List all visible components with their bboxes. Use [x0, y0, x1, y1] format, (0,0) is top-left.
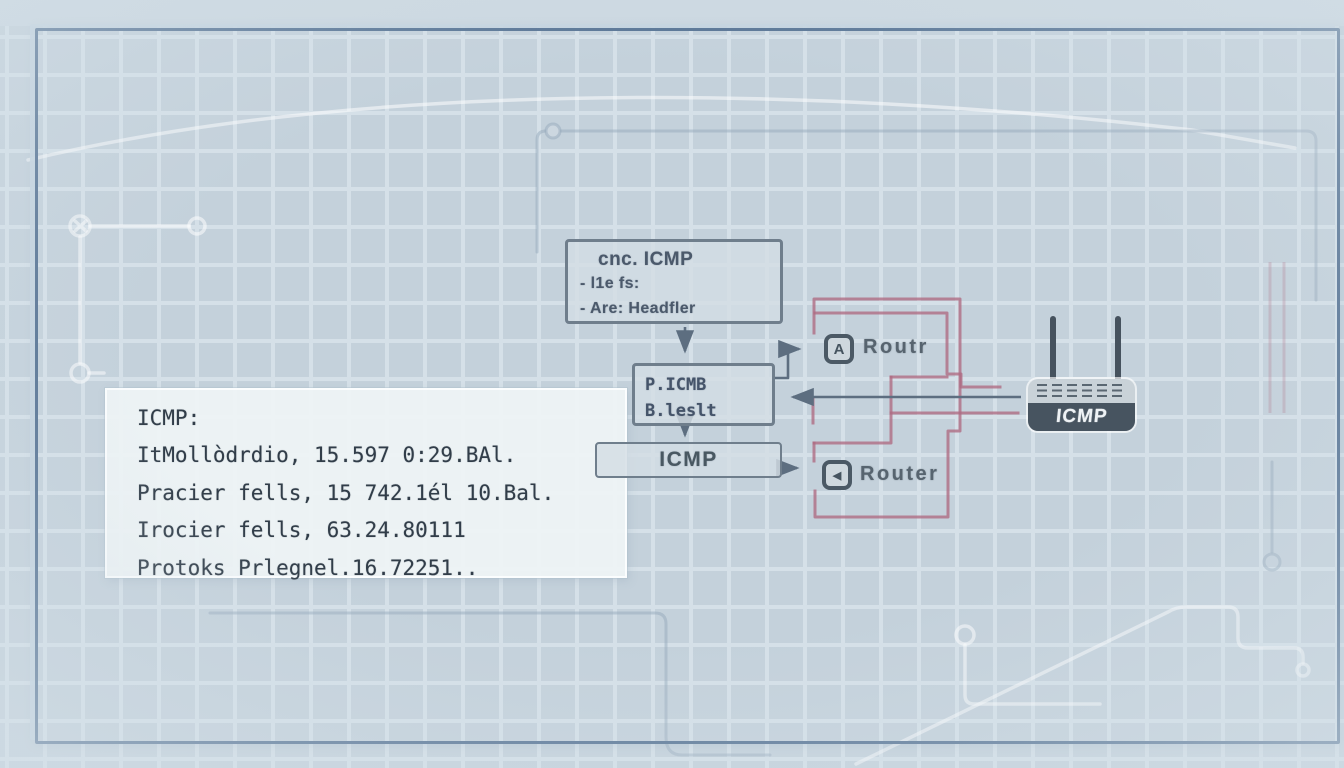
router-a-icon: A: [824, 334, 854, 364]
icmp-header-box: cnc. ICMP - l1e fs: - Are: Headfler: [565, 239, 783, 324]
picmb-line1: P.ICMB: [645, 375, 707, 395]
info-panel-line: Pracier fells, 15 742.1él 10.Bal.: [137, 480, 555, 505]
icmp-header-item: - l1e fs:: [580, 275, 640, 292]
info-panel-title: ICMP:: [137, 406, 201, 430]
device-label-band: ICMP: [1028, 403, 1135, 431]
icmp-node-box: ICMP: [595, 442, 782, 478]
info-panel-line: ItMollòdrdio, 15.597 0:29.BAl.: [137, 443, 517, 468]
info-panel-line: Protoks Prlegnel.16.72251..: [137, 555, 479, 580]
device-body: ICMP: [1028, 379, 1135, 431]
icmp-node-label: ICMP: [659, 448, 718, 471]
info-panel-line: Irocier fells, 63.24.80111: [137, 518, 466, 543]
router-b-icon-glyph: ◀: [832, 469, 842, 482]
router-b-label: Router: [860, 463, 940, 485]
picmb-process-box: P.ICMB B.leslt: [632, 363, 775, 426]
router-b-icon: ◀: [822, 460, 852, 490]
antenna-right: [1115, 316, 1121, 388]
icmp-header-item: - Are: Headfler: [580, 300, 696, 317]
icmp-header-title: cnc. ICMP: [598, 249, 694, 270]
router-a-icon-glyph: A: [833, 340, 845, 358]
icmp-router-device: ICMP: [1028, 310, 1135, 432]
info-panel: ICMP: ItMollòdrdio, 15.597 0:29.BAl. Pra…: [105, 388, 627, 580]
antenna-left: [1050, 316, 1056, 388]
router-a-label: Routr: [863, 336, 929, 358]
picmb-line2: B.leslt: [645, 401, 717, 421]
device-vents: [1037, 384, 1126, 400]
device-label: ICMP: [1054, 406, 1109, 427]
